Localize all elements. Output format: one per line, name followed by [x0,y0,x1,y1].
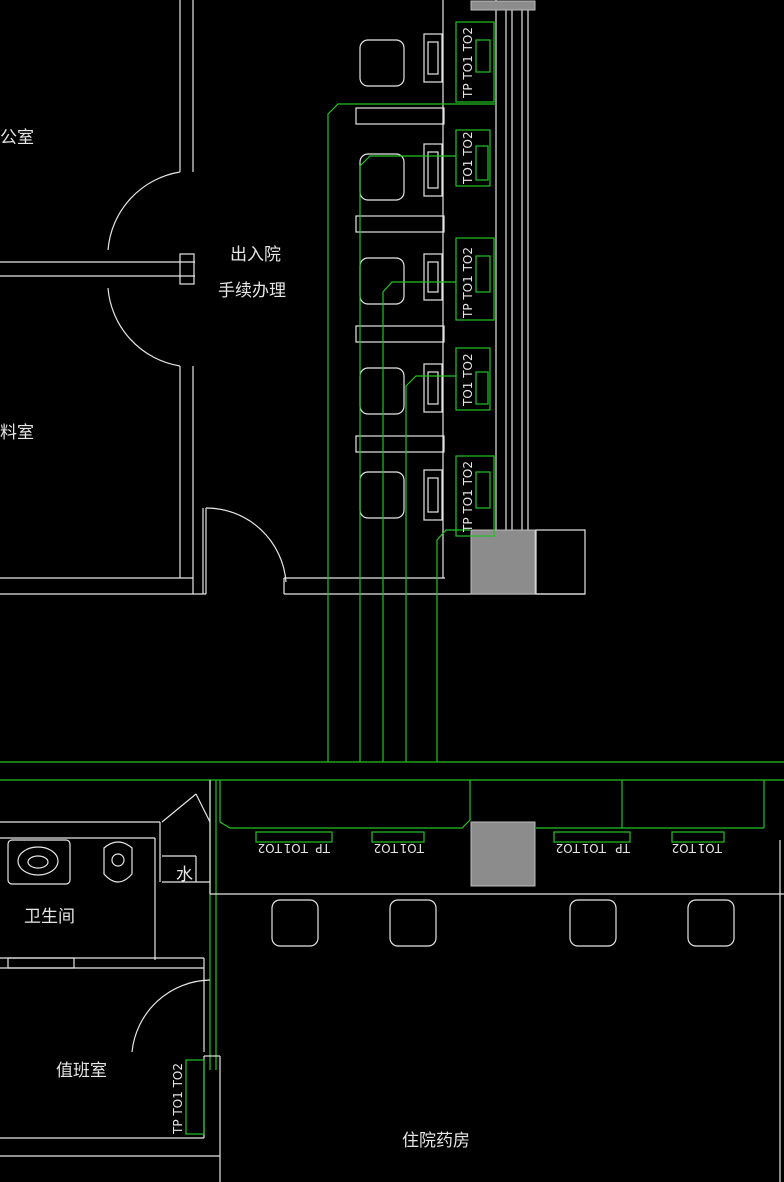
outlet-lower-4-to1: TO1 [698,841,723,855]
room-restroom: 卫生间 [24,907,75,927]
outlets-upper [455,21,495,537]
outlet-lower-3-to2: TO2 [556,841,581,855]
outlet-label-5: TP TO1 TO2 [461,461,475,533]
outlet-lower-2-to1: TO1 [400,841,425,855]
outlet-label-2: TO1 TO2 [461,131,475,185]
room-admission: 出入院 [230,245,281,265]
room-storage: 料室 [0,423,34,443]
outlet-labels-lower: TP TO1 TO2 TO1 TO2 TP TO1 TO2 TO1 TO2 TP… [171,841,723,1135]
equipment-cabinet-upper [470,529,536,595]
outlet-duty-room: TP TO1 TO2 [171,1063,185,1135]
outlet-lower-1-tp: TP [315,841,331,855]
room-duty: 值班室 [56,1061,107,1081]
outlets-lower [185,831,725,1135]
restroom-fixtures [7,839,133,885]
chairs-lower [271,899,735,947]
room-labels: 公室 出入院 手续办理 料室 卫生间 水 值班室 住院药房 [0,128,470,1151]
outlet-label-3: TP TO1 TO2 [461,247,475,319]
equipment-cabinet-lower [470,821,536,887]
room-office: 公室 [0,128,34,148]
room-water: 水 [176,865,193,885]
outlet-label-1: TP TO1 TO2 [461,27,475,99]
room-inpatient-pharmacy: 住院药房 [402,1131,470,1151]
outlet-lower-2-to2: TO2 [374,841,399,855]
outlet-lower-4-to2: TO2 [672,841,697,855]
outlet-lower-3-tp: TP [615,841,631,855]
walls-lower [0,780,784,1182]
cable-runs [0,103,784,1070]
outlet-lower-1-to1: TO1 [284,841,309,855]
computers-upper [423,33,443,521]
outlet-lower-3-to1: TO1 [582,841,607,855]
outlet-lower-1-to2: TO2 [258,841,283,855]
outlet-labels-upper: TP TO1 TO2 TO1 TO2 TP TO1 TO2 TO1 TO2 TP… [461,27,475,533]
outlet-label-4: TO1 TO2 [461,353,475,407]
chairs-upper [359,39,405,519]
walls-upper [0,0,586,595]
room-procedures: 手续办理 [218,281,286,301]
